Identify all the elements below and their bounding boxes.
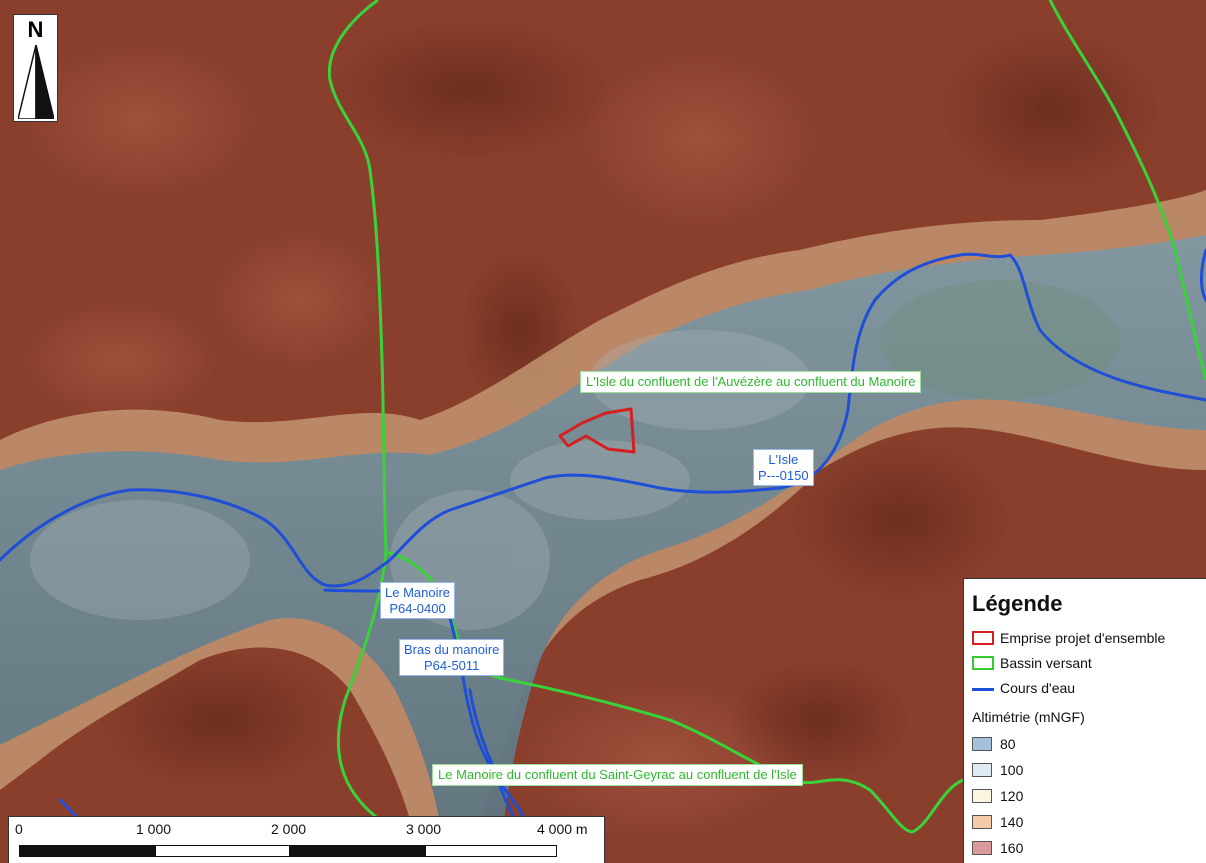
legend-altimetry-80: 80 xyxy=(972,733,1016,755)
scale-tick-2000: 2 000 xyxy=(271,821,307,837)
basin-boundary-west xyxy=(327,0,441,863)
basin-boundaries xyxy=(327,0,1206,863)
legend-item-basin: Bassin versant xyxy=(972,652,1092,674)
altimetry-value-120: 120 xyxy=(1000,788,1024,804)
legend-altimetry-title: Altimétrie (mNGF) xyxy=(972,706,1085,728)
river-label-isle: L'Isle P---0150 xyxy=(753,449,814,487)
river-label-manoire-name: Le Manoire xyxy=(385,585,451,600)
study-area-label: L'Isle du confluent de l'Auvézère au con… xyxy=(580,371,922,393)
scale-tick-1000: 1 000 xyxy=(136,821,172,837)
legend-altimetry-100: 100 xyxy=(972,759,1023,781)
legend-altimetry-140: 140 xyxy=(972,811,1023,833)
scale-tick-0: 0 xyxy=(15,821,23,837)
basin-outline-swatch xyxy=(972,656,994,670)
altimetry-value-140: 140 xyxy=(1000,814,1024,830)
north-arrow: N xyxy=(13,14,58,122)
legend-title: Légende xyxy=(972,591,1063,616)
scale-tick-3000: 3 000 xyxy=(406,821,442,837)
river-label-bras-du-manoire-code: P64-5011 xyxy=(423,657,480,673)
scale-segment-2 xyxy=(155,845,290,857)
legend-altimetry-120: 120 xyxy=(972,785,1023,807)
scale-segment-4 xyxy=(425,845,557,857)
legend-item-basin-label: Bassin versant xyxy=(1000,655,1092,671)
river-label-manoire-code: P64-0400 xyxy=(389,600,446,616)
river-label-isle-name: L'Isle xyxy=(768,452,799,467)
scale-bar: 0 1 000 2 000 3 000 4 000 m xyxy=(8,816,605,863)
north-label: N xyxy=(27,17,44,42)
project-outline-swatch xyxy=(972,631,994,645)
scale-segment-1 xyxy=(19,845,155,857)
altimetry-swatch-140 xyxy=(972,815,992,829)
altimetry-swatch-120 xyxy=(972,789,992,803)
legend-item-project: Emprise projet d'ensemble xyxy=(972,627,1165,649)
river-isle xyxy=(0,252,1206,588)
terrain-texture xyxy=(20,20,1160,840)
legend-altimetry-160: 160 xyxy=(972,837,1023,859)
altimetry-swatch-80 xyxy=(972,737,992,751)
legend-panel: Légende Emprise projet d'ensemble Bassin… xyxy=(963,578,1206,863)
altimetry-swatch-100 xyxy=(972,763,992,777)
basin-label-south: Le Manoire du confluent du Saint-Geyrac … xyxy=(432,764,803,786)
basin-boundary-east xyxy=(1048,0,1206,381)
scale-segment-3 xyxy=(290,845,425,857)
river-label-isle-code: P---0150 xyxy=(758,467,809,483)
altimetry-value-100: 100 xyxy=(1000,762,1024,778)
altimetry-value-160: 160 xyxy=(1000,840,1024,856)
scale-tick-4000: 4 000 m xyxy=(537,821,588,837)
legend-item-river: Cours d'eau xyxy=(972,677,1075,699)
basin-boundary-manoire xyxy=(385,550,964,834)
project-footprint xyxy=(558,407,636,454)
river-label-manoire: Le Manoire P64-0400 xyxy=(380,582,456,620)
river-isle-east xyxy=(1200,248,1206,302)
altimetry-value-80: 80 xyxy=(1000,736,1016,752)
river-label-bras-du-manoire: Bras du manoire P64-5011 xyxy=(399,639,505,677)
river-line-swatch xyxy=(972,687,994,691)
legend-item-river-label: Cours d'eau xyxy=(1000,680,1076,696)
river-label-bras-du-manoire-name: Bras du manoire xyxy=(404,642,500,657)
altimetry-title: Altimétrie (mNGF) xyxy=(972,709,1085,725)
north-arrow-icon xyxy=(18,45,54,119)
altimetry-swatch-160 xyxy=(972,841,992,855)
legend-item-project-label: Emprise projet d'ensemble xyxy=(1000,630,1166,646)
